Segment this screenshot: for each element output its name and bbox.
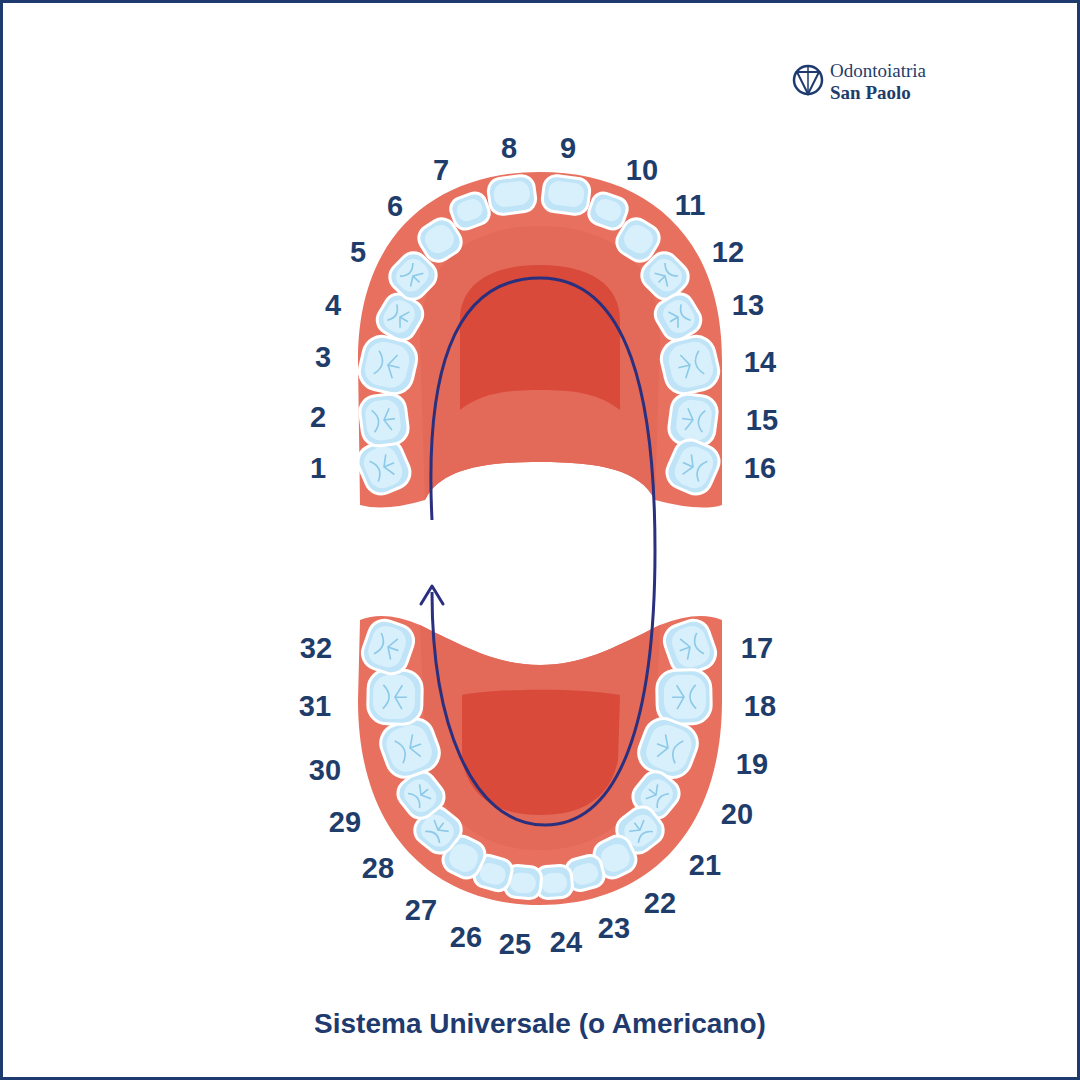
tooth-number: 18 [744,692,776,721]
tooth-number: 28 [362,854,394,883]
tooth-number: 32 [300,634,332,663]
tooth-number: 20 [721,800,753,829]
tooth-number: 5 [350,238,366,267]
tooth-number: 25 [499,930,531,959]
tooth-number: 9 [560,134,576,163]
tooth-number: 17 [741,634,773,663]
tooth-number: 26 [450,923,482,952]
logo-text: San Paolo [830,83,911,102]
tooth-number: 23 [598,914,630,943]
tooth-number: 8 [501,134,517,163]
tooth-number: 21 [689,851,721,880]
tooth-number: 27 [405,896,437,925]
tooth-number: 24 [550,928,582,957]
caption: Sistema Universale (o Americano) [0,1008,1080,1040]
tooth-number: 30 [309,756,341,785]
tooth-number: 14 [744,348,776,377]
logo-text: Odontoiatria [830,61,926,80]
tooth-number: 29 [329,808,361,837]
tooth-number: 6 [387,192,403,221]
tooth-number: 4 [325,291,341,320]
tooth-number: 13 [732,291,764,320]
tooth-number: 11 [675,191,706,220]
tooth-number: 10 [626,156,658,185]
tooth-number: 22 [644,889,676,918]
tooth-number: 15 [746,406,778,435]
tooth-number: 31 [299,692,331,721]
tooth-number: 2 [310,403,326,432]
tooth-number: 19 [736,750,768,779]
tooth-number: 12 [712,238,744,267]
tooth-number: 3 [315,343,331,372]
tooth-number: 16 [744,454,776,483]
tooth-number: 1 [310,454,326,483]
tooth-number: 7 [433,156,449,185]
logo-emblem [794,66,822,94]
